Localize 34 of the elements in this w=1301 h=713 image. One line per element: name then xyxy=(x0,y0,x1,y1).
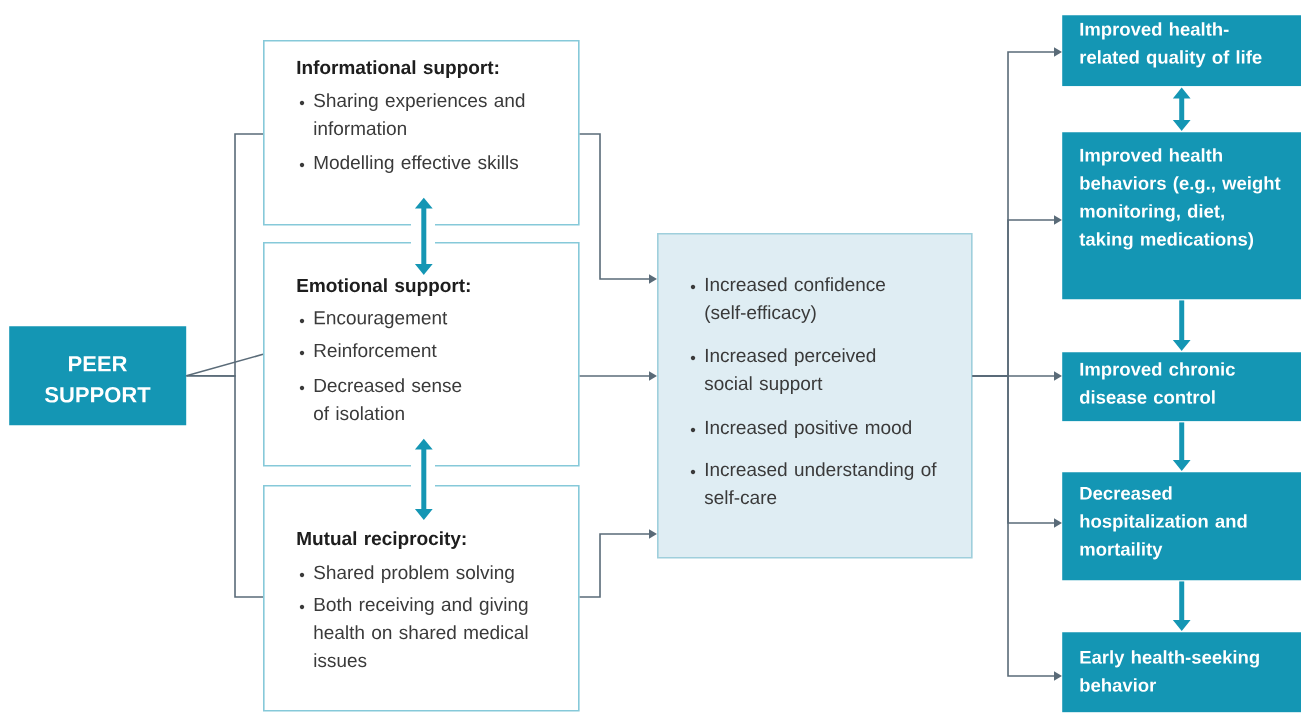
arrow xyxy=(578,133,657,284)
bullet-item: Shared problem solving xyxy=(299,565,514,583)
heading: Mutual reciprocity: xyxy=(297,531,466,549)
peer-support-box xyxy=(9,326,187,426)
support-box xyxy=(263,40,580,226)
arrow xyxy=(971,375,1062,681)
support-box xyxy=(263,485,580,712)
outcome-box xyxy=(1062,632,1301,713)
bullet-item: Modelling effective skills xyxy=(299,155,519,173)
arrow xyxy=(578,371,657,381)
bullet-item: Reinforcement xyxy=(299,343,437,358)
label: Improved health behaviors (e.g., weight monitoring, diet, taking medications) xyxy=(1079,148,1281,250)
label: Decreased hospitalization and mortaility xyxy=(1080,486,1247,560)
heading: Informational support: xyxy=(297,60,499,78)
support-box xyxy=(263,242,580,467)
bullet-item: Increased positive mood xyxy=(690,420,911,438)
outcome-box xyxy=(1062,132,1301,300)
heading: Emotional support: xyxy=(297,278,470,296)
label: Improved health-related quality of life xyxy=(1080,22,1262,68)
bullet-item: Increased understanding of self-care xyxy=(690,462,937,505)
bullet-item: Encouragement xyxy=(299,311,448,329)
label: Early health-seeking behavior xyxy=(1080,650,1259,692)
arrow xyxy=(578,529,657,598)
mechanism-box xyxy=(657,233,973,559)
bullet-item: Both receiving and giving health on shared medical issues xyxy=(299,597,528,668)
outcome-box xyxy=(1062,15,1301,87)
outcome-box xyxy=(1062,352,1301,422)
bullet-item: Increased confidence (self-efficacy) xyxy=(690,277,885,323)
bullet-item: Sharing experiences and information xyxy=(299,93,525,136)
label: Improved chronic disease control xyxy=(1079,362,1235,404)
outcome-box xyxy=(1062,472,1301,581)
label: PEER SUPPORT xyxy=(44,356,151,403)
bullet-item: Decreased sense of isolation xyxy=(299,378,462,421)
bullet-item: Increased perceived social support xyxy=(690,348,876,394)
